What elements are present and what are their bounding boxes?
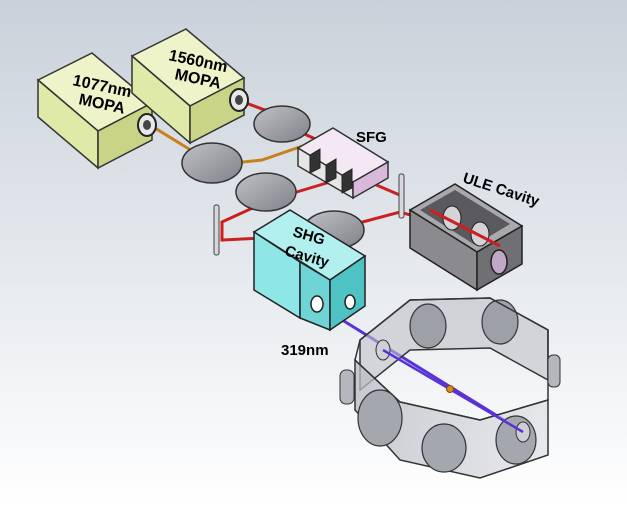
chamber-port-front-center	[421, 423, 467, 473]
ule-inner-mirror-b	[470, 221, 490, 247]
chamber-flange-right	[547, 354, 561, 388]
chamber-port-front-left	[357, 389, 403, 447]
mirror-1560-a	[253, 105, 311, 143]
mirror-sfg-out	[235, 172, 297, 212]
plate-left	[213, 204, 220, 256]
uv-wavelength-label: 319nm	[281, 342, 329, 359]
wave-plates	[213, 173, 405, 256]
sfg-crystal: SFG	[296, 127, 390, 200]
sfg-label: SFG	[356, 129, 387, 146]
vacuum-chamber	[339, 297, 561, 479]
steering-mirrors	[181, 105, 365, 250]
shg-cavity: SHG Cavity	[252, 209, 367, 332]
chamber-port-back-right	[481, 299, 519, 345]
shg-side-port	[344, 294, 356, 310]
plate-ule	[398, 173, 405, 219]
mirror-1077-a	[181, 142, 243, 184]
shg-output-port	[310, 295, 324, 313]
ule-window	[490, 249, 508, 275]
chamber-port-front-right	[495, 415, 537, 465]
mopa-1560-box: 1560nm MOPA	[130, 28, 249, 145]
chamber-port-back-left	[409, 303, 447, 349]
atom-cloud	[446, 385, 454, 393]
chamber-flange-left	[339, 369, 355, 405]
